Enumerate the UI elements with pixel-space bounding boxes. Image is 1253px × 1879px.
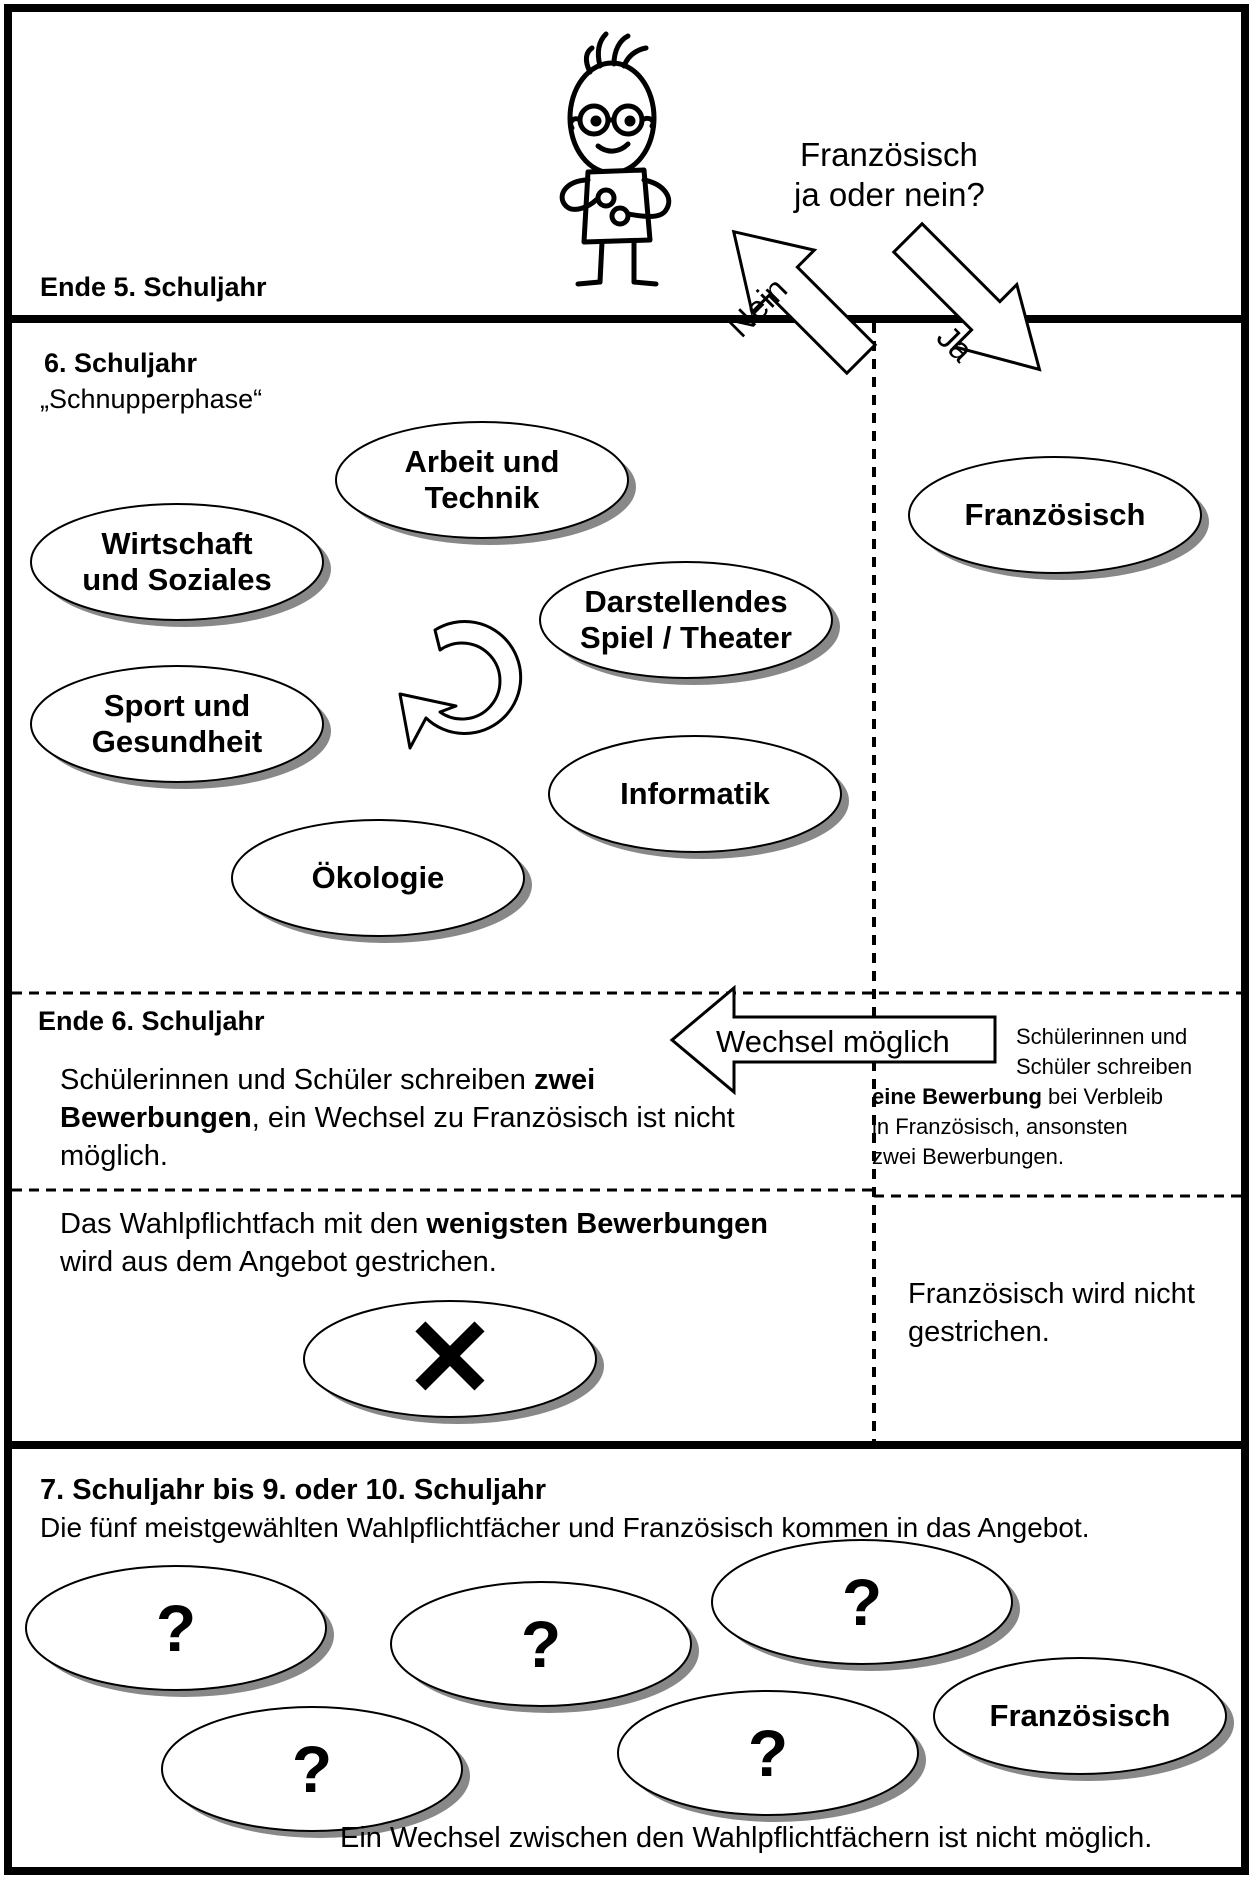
end6-left-bold2: Bewerbungen [60,1102,252,1134]
elective-french: Französisch [964,497,1146,532]
label-trial-phase: „Schnupperphase“ [40,384,263,414]
elective-drama: Darstellendes Spiel / Theater [580,584,792,655]
end6-right-line3b: bei Verbleib [1041,1084,1164,1109]
student-figure-icon [559,31,672,287]
end6-left-line2: Bewerbungen, ein Wechsel zu Französisch … [60,1102,735,1135]
elective-economy-social: Wirtschaft und Soziales [82,526,272,597]
elective-sport-health: Sport und Gesundheit [91,688,263,759]
label-end-year5: Ende 5. Schuljahr [40,272,267,302]
unknown-elective-1: ? [155,1591,197,1665]
elective-ecology: Ökologie [311,860,445,895]
question-line2: ja oder nein? [794,176,985,213]
unknown-elective-5: ? [747,1716,789,1790]
end6-right-bold: eine Bewerbung [872,1084,1042,1109]
elective-computer-science: Informatik [620,776,770,811]
end6-left-bold1: zwei [533,1064,596,1096]
removal-pre: Das Wahlpflichtfach mit den [60,1208,427,1240]
rotation-icon [398,620,523,750]
outer-border [4,4,1249,1875]
end6-right-line3: eine Bewerbung bei Verbleib [872,1084,1163,1110]
label-year6: 6. Schuljahr [44,348,198,378]
year7-subtitle: Die fünf meistgewählten Wahlpflichtfäche… [40,1512,1090,1543]
label-year7: 7. Schuljahr bis 9. oder 10. Schuljahr [40,1474,547,1506]
arrow-no [731,229,878,376]
label-end-year6: Ende 6. Schuljahr [38,1006,265,1036]
end6-right-line5: zwei Bewerbungen. [872,1144,1065,1169]
arrow-switch-label: Wechsel möglich [716,1024,950,1059]
elective-work-technology: Arbeit und Technik [404,444,560,515]
removal-line1: Das Wahlpflichtfach mit den wenigsten Be… [60,1208,768,1241]
removal-bold: wenigsten Bewerbungen [426,1208,769,1240]
arrow-switch-possible [669,984,997,1096]
end6-left-post: , ein Wechsel zu Französisch ist nicht [251,1102,735,1134]
end6-right-line2: Schüler schreiben [1016,1054,1193,1079]
cross-icon: ✕ [403,1297,497,1420]
unknown-elective-3: ? [841,1565,883,1639]
ellipse-layer [25,421,1234,1838]
end6-right-line1: Schülerinnen und [1016,1024,1188,1049]
end6-left-line3: möglich. [60,1140,168,1172]
footer-note: Ein Wechsel zwischen den Wahlpflichtfäch… [340,1822,1153,1854]
end6-right-line4: in Französisch, ansonsten [872,1114,1128,1139]
unknown-elective-4: ? [291,1732,333,1806]
removal-right-line1: Französisch wird nicht [908,1278,1195,1310]
removal-right-line2: gestrichen. [908,1316,1050,1348]
end6-left-pre: Schülerinnen und Schüler schreiben [60,1064,534,1096]
unknown-elective-2: ? [520,1607,562,1681]
question-line1: Französisch [800,136,978,173]
end6-left-line1: Schülerinnen und Schüler schreiben zwei [60,1064,595,1097]
arrow-yes [891,221,1042,372]
elective-french-year7: Französisch [989,1698,1171,1733]
removal-line2: wird aus dem Angebot gestrichen. [60,1246,497,1278]
